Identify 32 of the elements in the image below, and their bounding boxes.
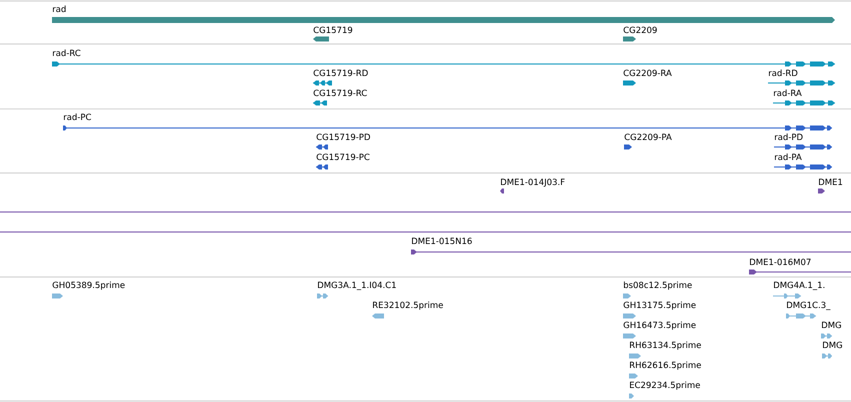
feature-label: CG2209-RA <box>624 70 672 76</box>
feature-label: bs08c12.5prime <box>624 282 692 290</box>
feature-label: CG15719-PC <box>316 154 370 160</box>
feature-label: DMG3A.1_1.I04.C1 <box>318 282 396 290</box>
feature-label: DME1 <box>819 178 842 185</box>
feature-label: GH05389.5prime <box>52 282 125 290</box>
feature-label: GH16473.5prime <box>624 322 696 330</box>
feature-label: EC29234.5prime <box>630 382 700 390</box>
feature-label: RH62616.5prime <box>630 362 701 370</box>
feature-label: RH63134.5prime <box>630 342 701 350</box>
feature-label: GH13175.5prime <box>624 302 696 310</box>
feature-label: DMG <box>822 322 841 328</box>
feature-label: rad-PC <box>64 114 91 120</box>
feature-label: CG15719-PD <box>316 134 370 140</box>
feature-label: DME1-015N16 <box>412 238 472 244</box>
feature-label: rad <box>52 6 66 12</box>
feature-label: DMG4A.1_1. <box>774 282 824 290</box>
feature-label: CG2209 <box>624 26 657 34</box>
feature-label: rad-PA <box>774 154 802 160</box>
feature-label: RE32102.5prime <box>373 302 443 310</box>
feature-label: DME1-014J03.F <box>501 178 565 187</box>
feature-label: DMG1C.3_ <box>787 302 830 310</box>
feature-label: CG15719-RC <box>314 90 367 96</box>
feature-label: rad-RC <box>52 50 80 56</box>
feature-label: rad-RA <box>774 90 802 96</box>
feature-label: CG2209-PA <box>624 134 672 140</box>
feature-label: DME1-016M07 <box>750 258 811 266</box>
feature-label: rad-RD <box>768 70 798 76</box>
feature-label: CG15719-RD <box>314 70 368 76</box>
feature-label: rad-PD <box>774 134 803 140</box>
feature-label: DMG <box>823 342 842 348</box>
feature-label: CG15719 <box>314 26 352 34</box>
